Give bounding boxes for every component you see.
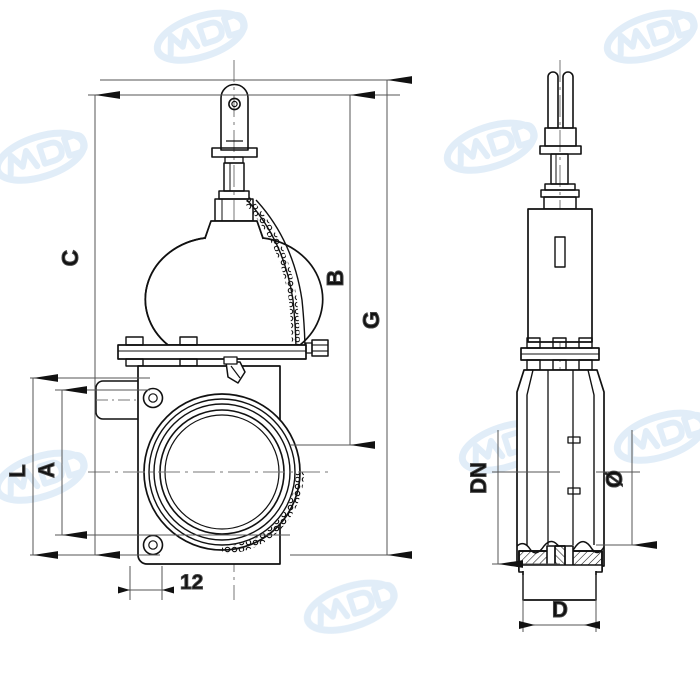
side-view <box>516 60 605 601</box>
dimension-L: L <box>5 374 58 559</box>
dimension-D: D <box>519 597 600 629</box>
watermark-logo <box>612 403 700 469</box>
side-top-flange <box>520 337 600 371</box>
bolt-hole-top <box>142 387 164 409</box>
dimension-DN: DN <box>466 430 523 568</box>
watermark-logo <box>442 113 541 179</box>
dimension-OD: Ø <box>601 430 657 549</box>
side-hex-nut <box>305 339 329 357</box>
bolt-hole-bottom <box>142 534 164 556</box>
dimension-A: A <box>34 386 87 539</box>
dimension-B: B <box>322 91 375 449</box>
dimension-label-L: L <box>5 464 30 477</box>
yoke-fork <box>547 71 574 129</box>
watermark-logo <box>0 123 90 189</box>
dimension-C: C <box>57 91 120 559</box>
drain-boss <box>95 380 141 420</box>
bore-ring-bead-arc <box>221 471 304 554</box>
dimension-label-OD: Ø <box>601 470 627 488</box>
dimension-G: G <box>358 76 412 559</box>
ring-clamp-detail <box>223 356 246 384</box>
side-lower-body <box>516 369 605 567</box>
watermark-logo <box>302 573 401 639</box>
dimension-label-D: D <box>552 597 568 622</box>
watermark-logo <box>602 3 700 69</box>
dimension-12: 12 <box>118 571 204 595</box>
side-bottom-skirt <box>522 571 597 601</box>
side-body-barrel <box>527 208 593 343</box>
dimension-label-G: G <box>358 311 384 329</box>
bonnet-bolt-strip <box>244 197 306 353</box>
dimension-label-B: B <box>322 270 348 287</box>
front-view <box>88 60 330 600</box>
dimension-layer: C B G L A <box>5 76 657 632</box>
dimension-label-A: A <box>34 462 59 478</box>
dimension-label-C: C <box>57 250 83 267</box>
watermark-logo <box>152 3 251 69</box>
dimension-label-12: 12 <box>180 571 203 594</box>
dimension-label-DN: DN <box>466 462 491 494</box>
